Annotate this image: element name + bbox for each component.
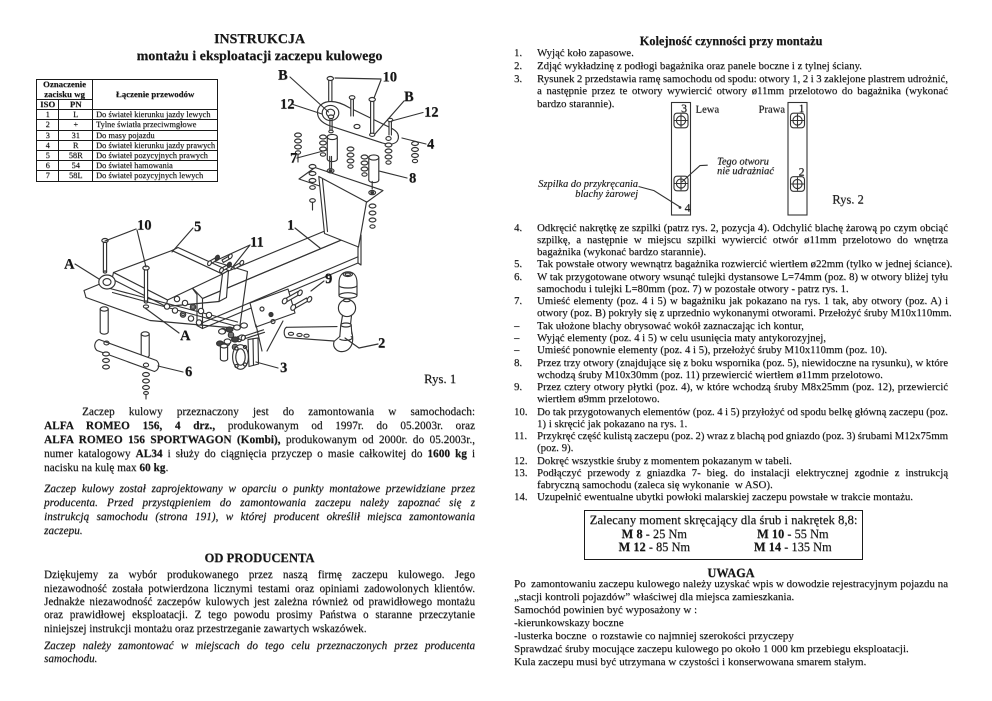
svg-text:3: 3 <box>681 101 687 115</box>
svg-text:7: 7 <box>290 151 297 167</box>
svg-text:A: A <box>180 328 191 344</box>
svg-text:12: 12 <box>280 97 295 113</box>
svg-text:4: 4 <box>685 201 691 215</box>
svg-text:12: 12 <box>424 105 439 121</box>
svg-text:11: 11 <box>250 235 264 251</box>
svg-text:Rys. 2: Rys. 2 <box>832 193 863 207</box>
svg-text:10: 10 <box>137 218 152 234</box>
svg-text:6: 6 <box>185 364 192 380</box>
svg-text:Tego otworu: Tego otworu <box>717 157 769 168</box>
svg-text:2: 2 <box>378 336 385 352</box>
svg-text:1: 1 <box>287 218 294 234</box>
svg-text:Prawa: Prawa <box>759 105 786 116</box>
svg-text:nie udrażniać: nie udrażniać <box>717 166 774 177</box>
svg-text:Szpilka do przykręcania: Szpilka do przykręcania <box>538 179 638 190</box>
svg-text:5: 5 <box>194 219 201 235</box>
svg-text:10: 10 <box>383 69 398 85</box>
svg-text:2: 2 <box>799 165 805 179</box>
svg-text:8: 8 <box>409 171 416 187</box>
svg-text:4: 4 <box>427 137 434 153</box>
svg-text:Lewa: Lewa <box>696 105 720 116</box>
svg-text:9: 9 <box>325 271 332 287</box>
svg-text:1: 1 <box>799 101 805 115</box>
svg-text:B: B <box>404 89 414 105</box>
svg-text:A: A <box>64 257 75 273</box>
svg-text:B: B <box>278 68 288 84</box>
svg-text:blachy żarowej: blachy żarowej <box>575 189 638 200</box>
svg-text:Rys. 1: Rys. 1 <box>424 372 456 386</box>
svg-text:3: 3 <box>280 360 287 376</box>
